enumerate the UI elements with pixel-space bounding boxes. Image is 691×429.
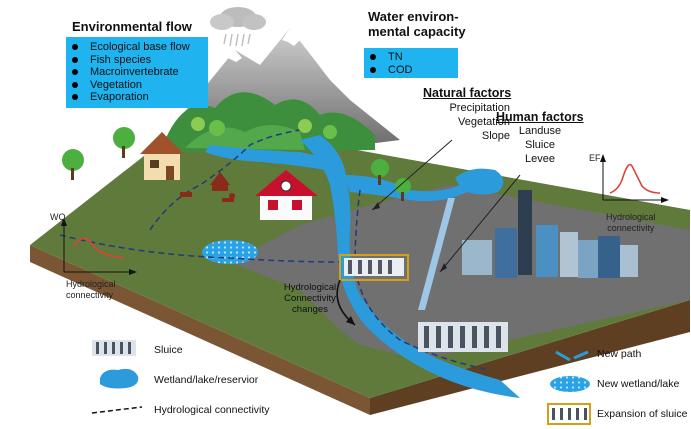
natural-factor-item: Slope <box>481 130 510 142</box>
arrow-human <box>439 174 521 273</box>
env-flow-item: Macroinvertebrate <box>66 66 190 79</box>
connectivity-path-3 <box>354 189 491 371</box>
water-capacity-list: TN COD <box>364 51 412 76</box>
human-factor-item: Levee <box>525 153 555 165</box>
legend-new-path-label: New path <box>597 348 642 360</box>
env-flow-list: Ecological base flow Fish species Macroi… <box>66 41 190 104</box>
new-wetland-lake <box>202 240 258 264</box>
connectivity-path-1 <box>149 129 301 231</box>
ground-side-front <box>30 245 370 415</box>
river-upper <box>205 145 340 172</box>
house-icon <box>140 132 184 180</box>
legend-new-path-icon <box>555 350 589 362</box>
canal <box>418 198 455 310</box>
right-graph-x-label-line1: Hydrological <box>606 212 656 222</box>
hc-changes-label: Hydrological Connectivity changes <box>272 282 348 315</box>
human-factors-title: Human factors <box>496 110 584 124</box>
water-capacity-item: COD <box>364 64 412 77</box>
water-capacity-item: TN <box>364 51 412 64</box>
ground-side-right <box>370 300 690 415</box>
human-factor-item: Sluice <box>525 139 555 151</box>
water-capacity-title-line1: Water environ- <box>368 9 459 24</box>
right-graph-x-label: Hydrological connectivity <box>606 212 656 234</box>
natural-factors-list: Precipitation Vegetation Slope <box>410 101 510 143</box>
legend-wetland-label: Wetland/lake/reservior <box>154 374 259 386</box>
river-branch-lake <box>455 168 504 195</box>
left-graph-y-label: WQ <box>50 212 66 222</box>
env-flow-item: Vegetation <box>66 79 190 92</box>
sluice-icon-river <box>344 258 404 276</box>
hc-changes-line1: Hydrological <box>283 282 337 293</box>
city-icon <box>462 190 638 278</box>
cloud-icon <box>210 7 266 47</box>
right-graph-x-label-line2: connectivity <box>607 223 655 233</box>
left-graph-x-label-line2: connectivity <box>66 290 114 300</box>
natural-factor-item: Precipitation <box>449 102 510 114</box>
mountain-peak-snow-2 <box>228 50 242 62</box>
left-graph-x-label-line1: Hydrological <box>66 279 116 289</box>
legend-expansion-label: Expansion of sluice <box>597 408 688 420</box>
sluice-expansion-marker <box>339 254 409 281</box>
house-icon-red <box>255 170 318 220</box>
water-capacity-title: Water environ- mental capacity <box>368 9 470 39</box>
right-graph-curve <box>609 163 661 194</box>
legend-connectivity-label: Hydrological connectivity <box>154 404 270 416</box>
arrow-natural <box>371 139 453 211</box>
water-capacity-title-line2: mental capacity <box>368 24 466 39</box>
hc-changes-line2: Connectivity <box>284 293 336 304</box>
natural-factors-title: Natural factors <box>423 86 512 100</box>
tree-icons <box>62 117 411 201</box>
legend-new-wetland-icon <box>550 376 590 392</box>
hc-changes-line3: changes <box>292 304 328 315</box>
natural-factor-item: Vegetation <box>458 116 510 128</box>
legend-wetland-icon <box>100 368 139 389</box>
right-graph-y-label: EF <box>589 153 601 163</box>
water-capacity-box <box>364 48 458 78</box>
legend-new-wetland-label: New wetland/lake <box>597 378 680 390</box>
human-factors-list: Landuse Sluice Levee <box>510 124 570 166</box>
env-flow-box <box>66 37 208 108</box>
human-factor-item: Landuse <box>518 125 562 137</box>
env-flow-title: Environmental flow <box>72 19 192 34</box>
legend-sluice-icon <box>92 340 136 356</box>
legend-connectivity-icon <box>91 406 143 414</box>
farm-icon <box>180 172 235 202</box>
left-graph <box>61 218 137 275</box>
env-flow-item: Evaporation <box>66 91 190 104</box>
left-graph-x-label: Hydrological connectivity <box>66 279 116 301</box>
river-branch-right <box>345 175 475 202</box>
env-flow-item: Ecological base flow <box>66 41 190 54</box>
left-graph-curve <box>73 237 125 259</box>
mountain-peak-snow <box>282 28 300 46</box>
sluice-icon-lower <box>418 322 508 352</box>
legend-sluice-label: Sluice <box>154 344 183 356</box>
right-graph <box>600 154 669 203</box>
connectivity-path-2 <box>59 234 341 263</box>
env-flow-item: Fish species <box>66 54 190 67</box>
